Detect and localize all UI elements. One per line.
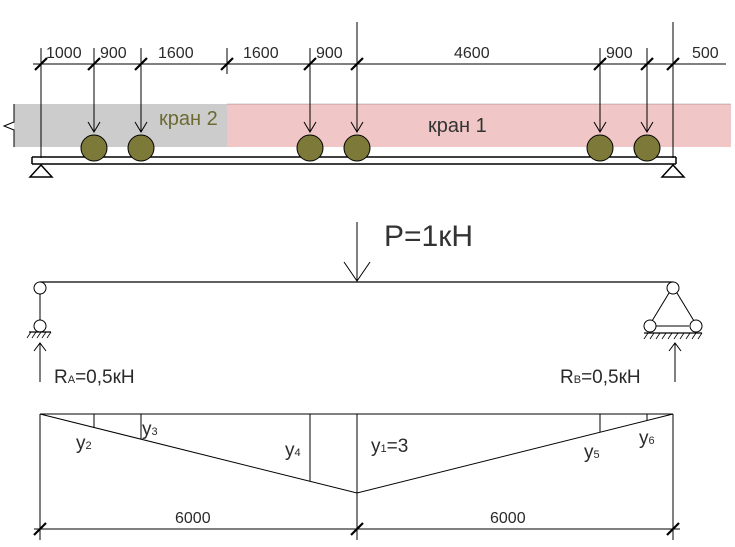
load-arrow-head [343,261,371,282]
wheel-3 [296,134,324,162]
dim-label-8: 500 [692,45,719,62]
dim-label-2: 900 [100,45,127,62]
wheel-1 [80,134,108,162]
span-right-label: 6000 [490,510,526,527]
label-y5: y5 [584,442,600,463]
label-y1: y1=3 [371,436,408,457]
label-y6: y6 [639,428,655,449]
crane-1-label: кран 1 [428,115,487,137]
crane-2-label: кран 2 [159,108,218,130]
dim-label-6: 4600 [454,45,490,62]
label-y4: y4 [285,440,301,461]
dim-label-4: 1600 [243,45,279,62]
wheel-2 [127,134,155,162]
reaction-a-label: RA=0,5кН [54,367,135,388]
right-roller-left [643,319,657,333]
right-hinge [666,281,680,295]
wheel-6 [633,134,661,162]
dim-label-3: 1600 [158,45,194,62]
right-roller-right [689,319,703,333]
left-hinge [33,281,47,295]
dim-label-5: 900 [316,45,343,62]
dim-label-7: 900 [606,45,633,62]
left-roller [33,319,47,333]
support-right-triangle [660,163,686,178]
load-label: P=1кН [384,220,473,253]
wheel-4 [343,134,371,162]
break-symbol [2,104,15,147]
crane-2-body [14,104,227,147]
label-y3: y3 [142,419,158,440]
dim-label-1: 1000 [46,45,82,62]
reaction-b-label: RB=0,5кН [560,367,641,388]
label-y2: y2 [76,433,92,454]
span-left-label: 6000 [175,510,211,527]
support-left-triangle [28,163,54,178]
wheel-5 [586,134,614,162]
